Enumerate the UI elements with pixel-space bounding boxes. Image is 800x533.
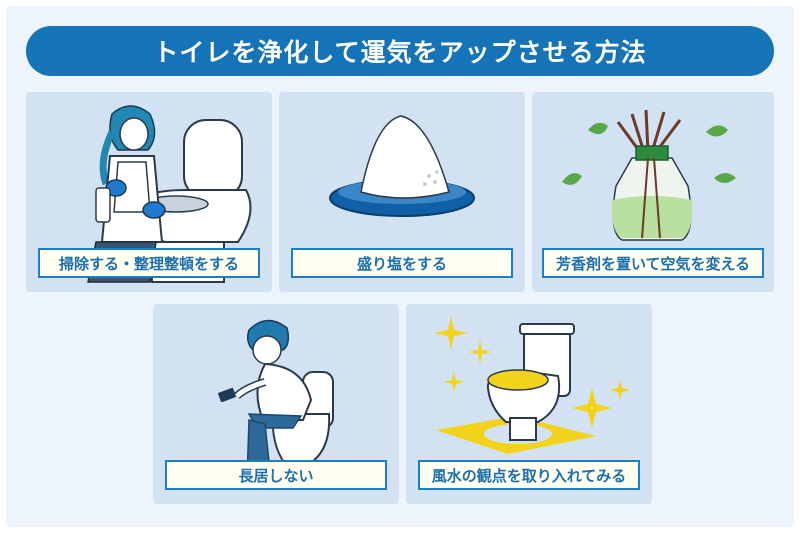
card-label-text: 長居しない [238,466,314,485]
card-short-stay: 長居しない [153,304,399,504]
title-banner: トイレを浄化して運気をアップさせる方法 [26,26,774,76]
salt-mound-illustration [329,115,475,217]
reed-diffuser-illustration [562,109,736,241]
toilet-with-yellow-mat-illustration [434,316,630,454]
card-label-feng-shui: 風水の観点を取り入れてみる [418,460,640,490]
card-diffuser: 芳香剤を置いて空気を変える [532,92,774,292]
card-salt: 盛り塩をする [279,92,525,292]
card-label-text: 掃除する・整理整頓をする [58,254,239,273]
card-label-salt: 盛り塩をする [291,248,513,278]
card-label-text: 盛り塩をする [356,254,447,273]
card-cleaning: 掃除する・整理整頓をする [26,92,272,292]
card-label-short-stay: 長居しない [165,460,387,490]
card-label-diffuser: 芳香剤を置いて空気を変える [542,248,764,278]
page-title: トイレを浄化して運気をアップさせる方法 [153,38,647,67]
card-feng-shui: 風水の観点を取り入れてみる [406,304,652,504]
card-label-text: 芳香剤を置いて空気を変える [555,254,751,273]
card-label-cleaning: 掃除する・整理整頓をする [38,248,260,278]
card-label-text: 風水の観点を取り入れてみる [431,466,627,485]
